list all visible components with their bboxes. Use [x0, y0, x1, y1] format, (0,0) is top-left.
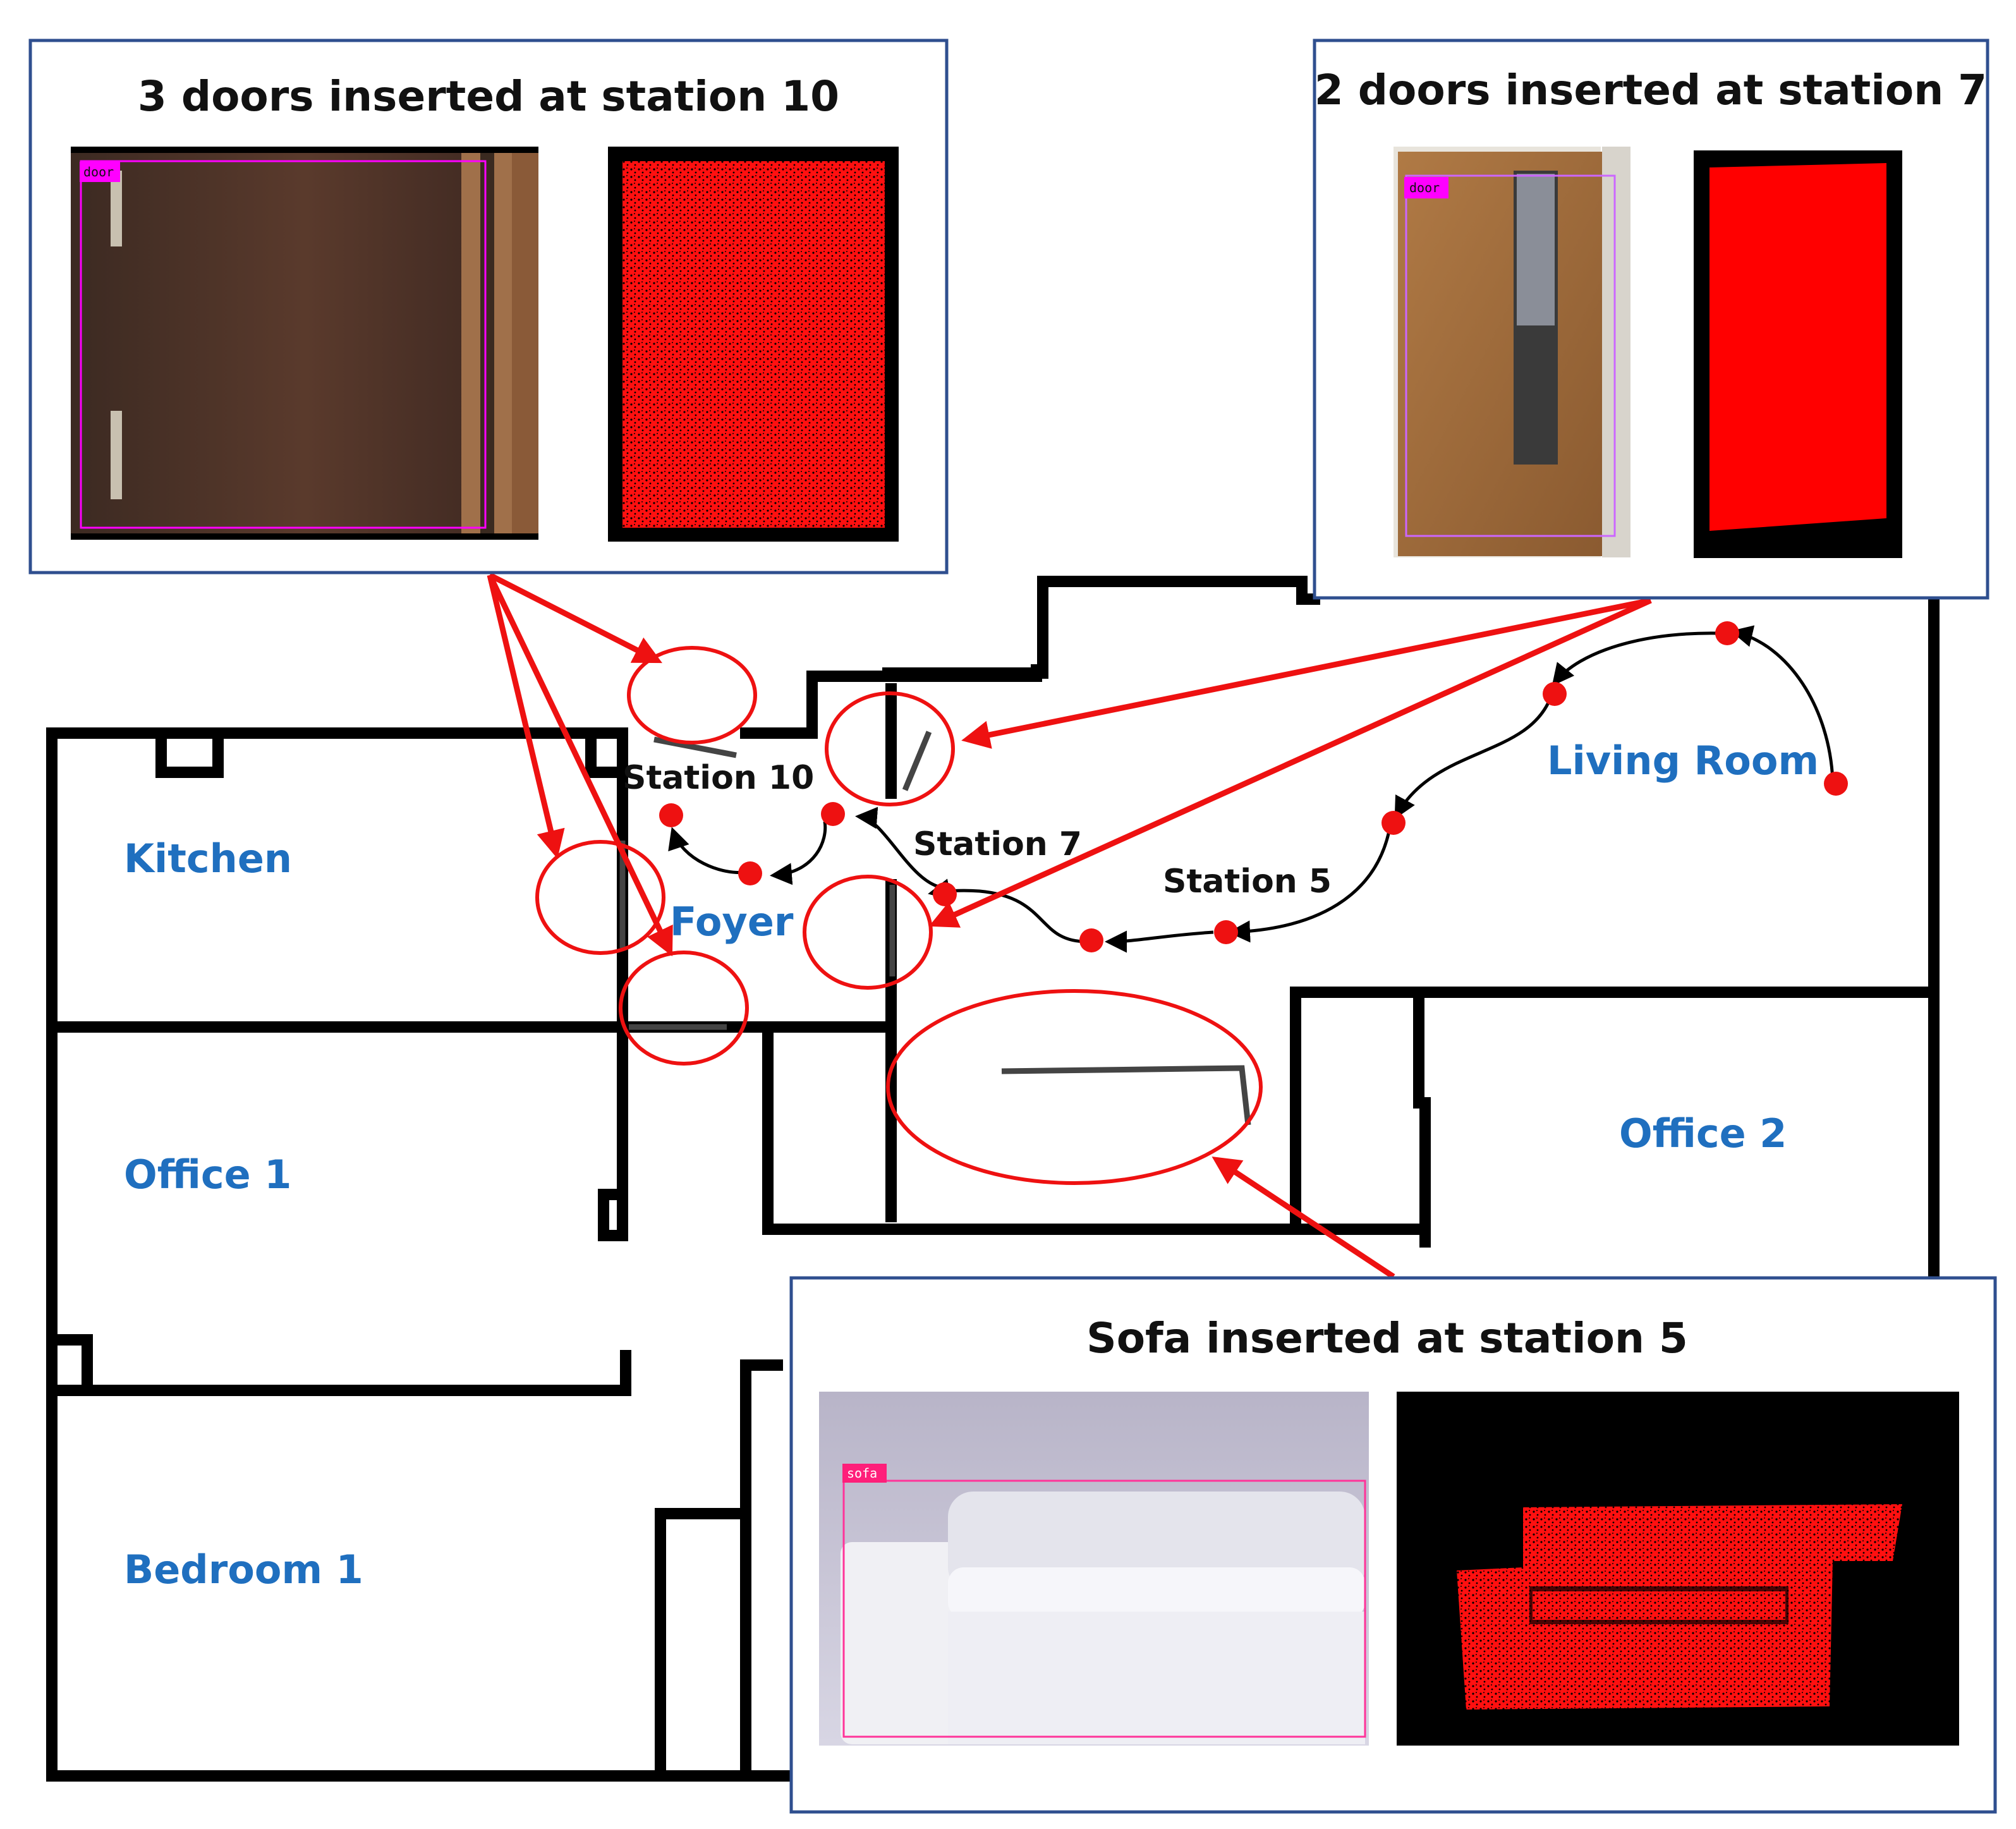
wall-west	[46, 727, 796, 1782]
station-markers	[659, 621, 1848, 952]
detection-tag-label: sofa	[847, 1466, 877, 1481]
highlight-door-foyer-left	[535, 840, 665, 955]
door-point-cloud	[608, 147, 899, 542]
door-station10-top	[653, 736, 737, 758]
detection-tag	[1404, 177, 1448, 198]
arrow-station10-to-top-door	[488, 572, 663, 664]
arrow-station10-to-left-door	[487, 574, 565, 859]
station-label-10: Station 10	[622, 759, 814, 797]
arrow-station7-to-upper-door	[961, 597, 1651, 749]
station-marker	[738, 861, 762, 885]
detection-tag-label: door	[1409, 180, 1440, 195]
wall-kitchen-notch	[155, 727, 224, 778]
wall-kitchen-notch-2	[585, 727, 622, 778]
wall-north-step	[1031, 576, 1320, 679]
path-segment-8	[770, 821, 827, 885]
room-label-office2: Office 2	[1619, 1110, 1787, 1157]
detection-tag	[80, 162, 120, 182]
sofa-photo: sofa	[819, 1392, 1369, 1746]
room-label-foyer: Foyer	[670, 899, 794, 945]
station-marker	[1824, 772, 1848, 796]
station-marker	[659, 803, 683, 827]
path-segment-9	[668, 827, 748, 875]
station-marker	[933, 882, 957, 906]
panel-title: 3 doors inserted at station 10	[138, 72, 839, 121]
room-labels: Kitchen Office 1 Bedroom 1 Foyer Living …	[124, 738, 1819, 1593]
wall-closet	[655, 1508, 751, 1782]
robot-path	[668, 625, 1835, 953]
room-label-living-room: Living Room	[1547, 738, 1819, 784]
path-segment-4	[1228, 824, 1392, 943]
station-marker	[1381, 811, 1406, 835]
path-segment-5	[1105, 930, 1214, 953]
path-segment-2	[1551, 631, 1720, 686]
door-photo-dark: door	[71, 147, 538, 540]
panel-doors-station7: 2 doors inserted at station 7 door	[1313, 39, 1989, 600]
highlight-door-foyer-top	[627, 646, 757, 744]
callout-arrows	[487, 572, 1652, 1279]
station-marker	[1214, 920, 1238, 944]
highlight-sofa	[886, 989, 1263, 1185]
highlight-door-station7-lower	[803, 875, 933, 990]
station-marker	[821, 802, 845, 826]
station-label-7: Station 7	[913, 825, 1082, 863]
detection-tag	[842, 1464, 887, 1483]
door-point-cloud	[1694, 150, 1902, 558]
station-marker	[1543, 682, 1567, 706]
panel-title: 2 doors inserted at station 7	[1315, 66, 1987, 114]
door-station7-upper	[902, 731, 932, 791]
wall-center-post	[598, 1189, 628, 1241]
wall-office1-bedroom	[46, 1350, 631, 1396]
arrow-station10-to-bottom-door	[487, 574, 673, 957]
room-label-bedroom1: Bedroom 1	[124, 1546, 363, 1593]
station-marker	[1715, 621, 1739, 645]
wall-north	[882, 664, 1042, 679]
highlight-ellipses	[535, 646, 1263, 1185]
door-photo-light: door	[1394, 147, 1630, 557]
panel-doors-station10: 3 doors inserted at station 10 door	[28, 39, 949, 574]
room-label-office1: Office 1	[124, 1151, 291, 1198]
sofa-outline	[1001, 1065, 1251, 1126]
arrow-station5-to-sofa	[1211, 1157, 1395, 1279]
detection-tag-label: door	[83, 164, 114, 179]
station-labels: Station 10 Station 7 Station 5	[622, 759, 1332, 901]
path-segment-7	[855, 806, 945, 890]
station-label-5: Station 5	[1163, 863, 1332, 901]
sofa-point-cloud	[1397, 1392, 1959, 1746]
arrow-station7-to-lower-door	[928, 597, 1652, 928]
panel-sofa-station5: Sofa inserted at station 5 sofa	[789, 1276, 1997, 1814]
wall-office2-inner	[1413, 987, 1431, 1248]
wall-corridor-left	[762, 1021, 1431, 1235]
path-segment-1	[1730, 625, 1835, 781]
wall-office1-notch	[46, 1334, 93, 1396]
highlight-door-station7-upper	[825, 691, 955, 806]
inserted-objects	[619, 731, 1251, 1126]
station-marker	[1079, 928, 1103, 952]
highlight-door-foyer-bottom	[619, 951, 749, 1066]
path-segment-3	[1394, 695, 1553, 820]
room-label-kitchen: Kitchen	[124, 836, 292, 882]
panel-title: Sofa inserted at station 5	[1086, 1314, 1688, 1363]
